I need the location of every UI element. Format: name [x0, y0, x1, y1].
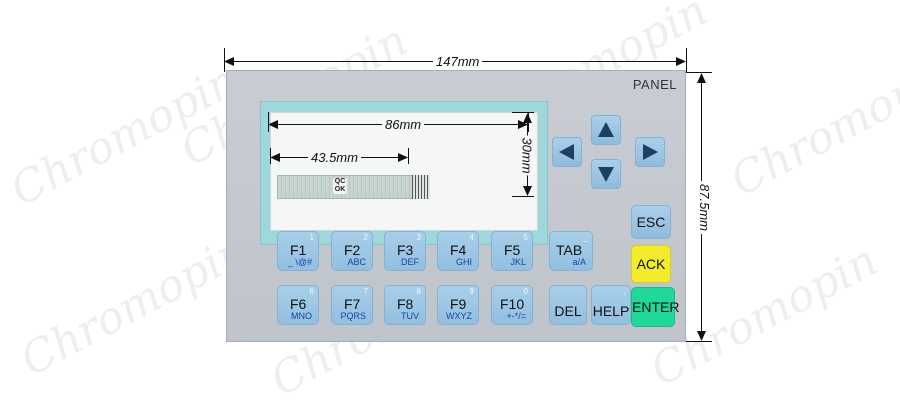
f10-key-label: F10	[500, 296, 525, 312]
f1-key-sub: _ \@#	[287, 257, 312, 267]
f6-key-sub: MNO	[291, 311, 312, 321]
display-width-label: 86mm	[382, 117, 425, 132]
f1-key-num: 1	[309, 233, 314, 242]
f10-key-sub: +-*/=	[506, 311, 526, 321]
f5-key-sub: JKL	[510, 257, 526, 267]
f6-key-label: F6	[290, 296, 307, 312]
right-arrow-icon	[643, 144, 658, 160]
f3-key-num: 3	[416, 233, 421, 242]
f1-key-label: F1	[290, 242, 307, 258]
display-height-label: 30mm	[519, 135, 535, 176]
width-label: 147mm	[433, 54, 483, 69]
f5-key-label: F5	[504, 242, 521, 258]
f4-key-sub: GHI	[455, 257, 472, 267]
ack-key[interactable]: ACK	[631, 245, 671, 283]
tab-key[interactable]: TAB a/A _	[549, 231, 593, 271]
f4-key-num: 4	[469, 233, 474, 242]
f9-key-label: F9	[450, 296, 467, 312]
f3-key-sub: DEF	[401, 257, 419, 267]
f9-key-num: 9	[469, 287, 474, 296]
f7-key-label: F7	[344, 296, 361, 312]
f3-key-label: F3	[397, 242, 414, 258]
flex-ribbon-cable	[277, 175, 424, 199]
ribbon-width-label: 43.5mm	[308, 150, 361, 165]
f4-key[interactable]: F4 GHI 4	[437, 231, 479, 271]
help-key[interactable]: HELP ,	[591, 285, 631, 325]
f5-key-num: 5	[523, 233, 528, 242]
enter-key[interactable]: ENTER	[631, 287, 680, 327]
help-key-label: HELP	[592, 303, 630, 319]
left-arrow-key[interactable]	[552, 137, 582, 167]
qc-line1: QC	[334, 178, 346, 185]
up-arrow-key[interactable]	[591, 115, 621, 145]
up-arrow-icon	[598, 122, 614, 137]
f6-key[interactable]: F6 MNO 6	[277, 285, 319, 325]
watermark: Chromopin	[12, 224, 256, 387]
f10-key[interactable]: F10 +-*/= 0	[491, 285, 533, 325]
esc-key-label: ESC	[636, 214, 666, 230]
f7-key[interactable]: F7 PQRS 7	[331, 285, 373, 325]
ack-key-label: ACK	[636, 256, 666, 272]
left-arrow-icon	[559, 144, 574, 160]
f10-key-num: 0	[523, 287, 528, 296]
panel-label: PANEL	[632, 77, 677, 92]
enter-key-label: ENTER	[632, 299, 680, 315]
tab-key-num: _	[583, 233, 588, 242]
f4-key-label: F4	[450, 242, 467, 258]
down-arrow-icon	[598, 167, 614, 182]
f8-key-sub: TUV	[401, 311, 419, 321]
help-key-num: ,	[623, 287, 626, 296]
qc-ok-sticker: QC OK	[333, 178, 347, 194]
watermark: Chromopin	[2, 54, 246, 217]
f7-key-num: 7	[363, 287, 368, 296]
f3-key[interactable]: F3 DEF 3	[384, 231, 426, 271]
down-arrow-key[interactable]	[591, 159, 621, 189]
f8-key-num: 8	[416, 287, 421, 296]
ribbon-connector	[412, 175, 430, 199]
f6-key-num: 6	[309, 287, 314, 296]
f9-key[interactable]: F9 WXYZ 9	[437, 285, 479, 325]
esc-key[interactable]: ESC	[631, 205, 671, 239]
f2-key-num: 2	[363, 233, 368, 242]
f7-key-sub: PQRS	[340, 311, 366, 321]
f9-key-sub: WXYZ	[446, 311, 472, 321]
del-key-label: DEL	[554, 303, 582, 319]
hmi-panel: PANEL QC OK ESC ACK ENTER F1 _ \@# 1	[226, 70, 686, 342]
tab-key-label: TAB	[556, 242, 583, 258]
right-arrow-key[interactable]	[635, 137, 665, 167]
del-key[interactable]: DEL	[549, 285, 587, 325]
f2-key-label: F2	[344, 242, 361, 258]
f8-key[interactable]: F8 TUV 8	[384, 285, 426, 325]
qc-line2: OK	[334, 186, 346, 193]
tab-key-sub: a/A	[572, 257, 586, 267]
f2-key-sub: ABC	[347, 257, 366, 267]
f2-key[interactable]: F2 ABC 2	[331, 231, 373, 271]
f8-key-label: F8	[397, 296, 414, 312]
f1-key[interactable]: F1 _ \@# 1	[277, 231, 319, 271]
height-label: 87.5mm	[696, 181, 712, 234]
f5-key[interactable]: F5 JKL 5	[491, 231, 533, 271]
watermark: Chromopin	[722, 44, 900, 207]
